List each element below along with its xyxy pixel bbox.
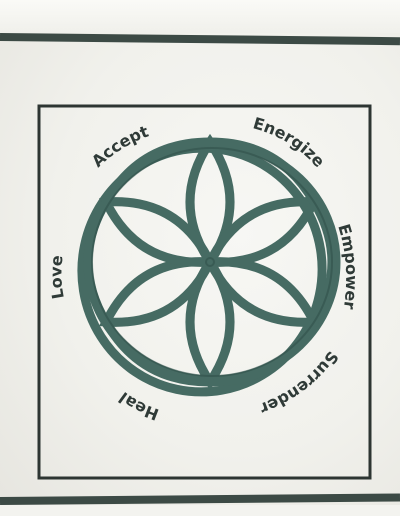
word-heal: Heal	[115, 388, 161, 424]
word-love: Love	[46, 254, 67, 300]
seed-of-life-flower-icon	[77, 133, 341, 397]
outer-ring-2	[77, 143, 327, 397]
fabric-top-glare	[0, 0, 400, 33]
patch-square-border	[37, 104, 372, 480]
word-surrender: Surrender	[257, 348, 342, 419]
arc-link-5	[83, 197, 111, 327]
arc-link-6	[101, 137, 215, 207]
thread-highlight	[91, 147, 333, 377]
fabric-bottom-area	[0, 505, 400, 516]
arc-link-4	[101, 317, 215, 387]
